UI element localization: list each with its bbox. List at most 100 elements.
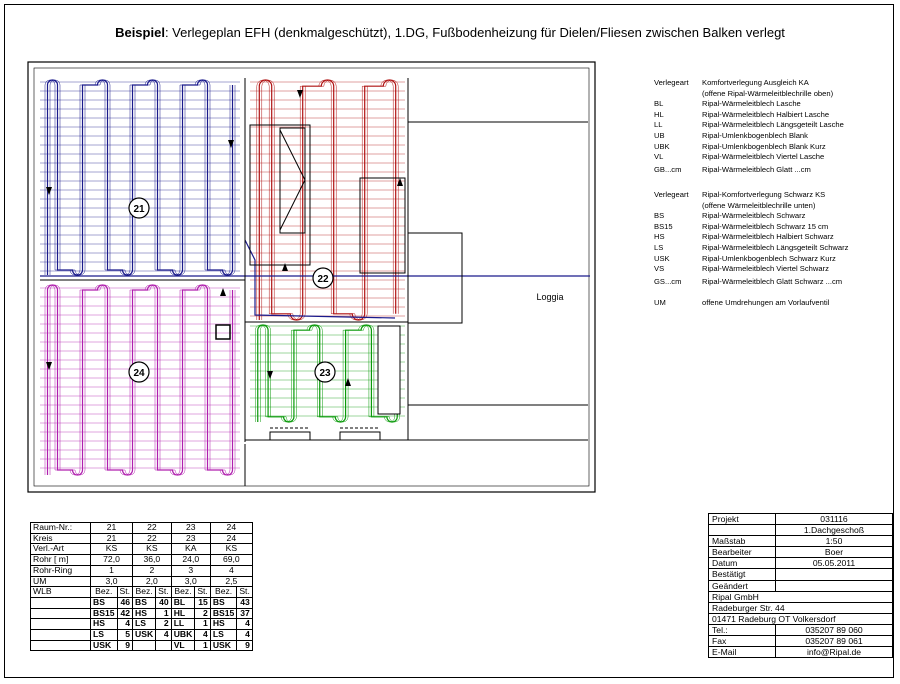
table-cell: KS (209, 543, 253, 556)
wlb-cell: USK (132, 629, 157, 641)
wlb-cell (132, 639, 157, 652)
flow-arrow-icon (220, 288, 226, 296)
legend-value: (offene Ripal-Wärmeleitblechrille oben) (702, 88, 834, 98)
wlb-cell: BS (132, 596, 157, 609)
legend-key: HL (654, 109, 664, 119)
wlb-cell: 42 (116, 607, 134, 620)
legend-value: Ripal-Umlenkbogenblech Blank Kurz (702, 141, 826, 151)
sub-header: St. (155, 586, 172, 598)
table-cell: 2 (132, 564, 172, 577)
sub-header: Bez. (170, 586, 196, 598)
table-cell: KS (132, 543, 172, 556)
heating-pipe-21 (44, 79, 231, 276)
legend-value: Ripal-Wärmeleitblech Längsgeteilt Schwar… (702, 242, 849, 252)
row-label: Rohr-Ring (30, 564, 91, 577)
wlb-cell: BS (90, 596, 118, 609)
project-key: Bestätigt (708, 568, 776, 581)
table-cell: 24 (209, 522, 253, 534)
project-key: Tel.: (708, 623, 776, 637)
table-cell: 2,0 (132, 575, 172, 588)
project-key: Geändert (708, 579, 776, 592)
wlb-cell: 1 (194, 618, 211, 631)
room-marker-23 (314, 361, 336, 383)
legend-value: Komfortverlegung Ausgleich KA (702, 78, 809, 87)
wlb-cell: HS (90, 618, 118, 631)
wlb-cell: 2 (194, 607, 211, 620)
wlb-cell: 43 (236, 596, 253, 609)
room-marker-24 (128, 361, 150, 383)
project-key: Ripal GmbH (708, 590, 893, 603)
legend-key (654, 201, 702, 212)
room-marker-22 (312, 267, 334, 289)
legend-key: UM (654, 298, 666, 307)
legend-row: BL Ripal-Wärmeleitblech Lasche (654, 99, 844, 110)
table-cell: 23 (170, 532, 211, 545)
project-value (775, 568, 893, 581)
legend-key: UB (654, 130, 665, 140)
room-label-23: 23 (319, 368, 331, 379)
wlb-cell: BS15 (90, 607, 118, 620)
project-value: 035207 89 060 (775, 623, 893, 637)
wlb-cell: LS (90, 629, 118, 641)
table-cell: 3 (170, 564, 211, 577)
legend-key: BL (654, 99, 664, 109)
wlb-cell: 4 (194, 629, 211, 641)
table-cell: 24 (209, 532, 253, 545)
legend-key: VS (654, 264, 665, 274)
building-inner-outline (33, 67, 590, 487)
table-cell: 22 (132, 522, 172, 534)
wlb-cell (155, 639, 172, 652)
wlb-cell: VL (170, 639, 196, 652)
legend-value: Ripal-Wärmeleitblech Lasche (702, 99, 801, 109)
row-label: Kreis (30, 532, 91, 545)
project-value: 1:50 (775, 535, 893, 548)
row-label: Verl.-Art (30, 543, 91, 556)
wlb-cell: 4 (236, 618, 253, 631)
row-label: Raum-Nr.: (30, 522, 91, 534)
wlb-cell: 4 (155, 629, 172, 641)
legend-key: GS...cm (654, 276, 682, 286)
table-cell: 24,0 (170, 554, 211, 566)
wlb-cell: BS (209, 596, 238, 609)
wlb-cell: UBK (170, 629, 196, 641)
legend-key: GB...cm (654, 164, 682, 174)
building-outline (27, 61, 596, 493)
table-cell: 36,0 (132, 554, 172, 566)
legend-key: Verlegeart (654, 190, 689, 199)
radiator (339, 431, 381, 441)
chimney (215, 324, 231, 340)
flow-arrow-icon (267, 371, 273, 379)
wlb-cell: LL (170, 618, 196, 631)
legend-value: Ripal-Wärmeleitblech Halbiert Lasche (702, 109, 830, 119)
legend-key: BS (654, 211, 665, 221)
table-cell: 69,0 (209, 554, 253, 566)
project-row: 01471 Radeburg OT Volkersdorf (708, 612, 893, 625)
wlb-cell: HS (209, 618, 238, 631)
heating-pipe-23 (255, 324, 395, 423)
plan-title: Beispiel: Verlegeplan EFH (denkmalgeschü… (0, 25, 900, 40)
room-label-21: 21 (133, 204, 145, 215)
table-cell: 23 (170, 522, 211, 534)
project-row: Bestätigt (708, 568, 893, 581)
table-cell: 4 (209, 564, 253, 577)
project-value: 1.Dachgeschoß (775, 524, 893, 537)
title-prefix: Beispiel (115, 25, 165, 40)
project-key: Maßstab (708, 535, 776, 548)
wlb-cell: 15 (194, 596, 211, 609)
room-label-22: 22 (317, 274, 329, 285)
wlb-cell: 37 (236, 607, 253, 620)
row-label: Rohr [ m] (30, 554, 91, 566)
